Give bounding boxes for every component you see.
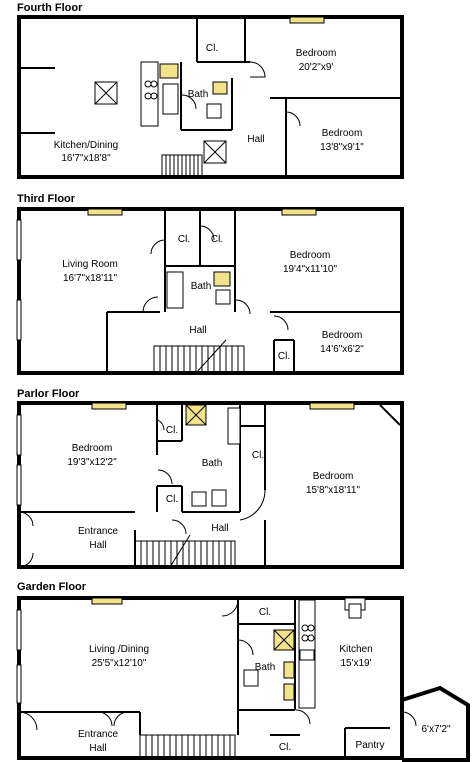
fourth-bedroom-a-dim: 20'2"x9': [299, 62, 334, 73]
fourth-bath-label: Bath: [188, 89, 209, 100]
garden-living-dining-label: Living /Dining: [89, 644, 149, 655]
fireplace: [289, 16, 325, 24]
fourth-floor-title: Fourth Floor: [17, 2, 83, 14]
fourth-bedroom-a-label: Bedroom: [296, 48, 337, 59]
parlor-entrance-hall-line2: Hall: [89, 540, 106, 551]
garden-pantry-label: Pantry: [356, 740, 385, 751]
stairs: [139, 734, 236, 759]
fourth-floor: Fourth Floor: [17, 2, 404, 179]
rear-extension: [401, 685, 470, 762]
parlor-bedroom-a-label: Bedroom: [72, 443, 113, 454]
garden-kitchen-dim: 15'x19': [340, 658, 371, 669]
garden-closet-a-label: Cl.: [259, 607, 271, 618]
sink: [283, 661, 295, 679]
garden-living-dining-dim: 25'5"x12'10": [92, 658, 147, 669]
third-bath-label: Bath: [191, 281, 212, 292]
third-closet-b-label: Cl.: [211, 234, 223, 245]
third-bedroom-b-label: Bedroom: [322, 330, 363, 341]
parlor-closet-b-label: Cl.: [252, 450, 264, 461]
toilet: [211, 489, 227, 507]
sink: [213, 271, 231, 287]
fourth-kitchen-dining-label: Kitchen/Dining: [54, 140, 118, 151]
fourth-kitchen-dining-dim: 16'7"x18'8": [61, 153, 111, 164]
toilet: [215, 289, 231, 305]
garden-closet-b-label: Cl.: [279, 742, 291, 753]
fireplace: [87, 208, 123, 216]
third-hall-label: Hall: [189, 325, 206, 336]
garden-bath-label: Bath: [255, 662, 276, 673]
fourth-bedroom-b-label: Bedroom: [322, 128, 363, 139]
sink: [191, 491, 207, 507]
third-living-room-label: Living Room: [62, 259, 118, 270]
parlor-floor-title: Parlor Floor: [17, 388, 80, 400]
stairs: [153, 339, 245, 374]
garden-floor: Garden Floor: [16, 581, 470, 762]
fourth-bedroom-b-dim: 13'8"x9'1": [320, 142, 364, 153]
fireplace: [281, 208, 317, 216]
fourth-hall-label: Hall: [247, 134, 264, 145]
fireplace: [91, 597, 123, 605]
garden-entrance-hall-line2: Hall: [89, 743, 106, 754]
third-closet-a-label: Cl.: [178, 234, 190, 245]
parlor-hall-label: Hall: [211, 523, 228, 534]
parlor-bedroom-b-dim: 15'8"x18'11": [306, 485, 361, 496]
parlor-bath-label: Bath: [202, 458, 223, 469]
garden-kitchen-label: Kitchen: [339, 644, 372, 655]
third-bedroom-a-dim: 19'4"x11'10": [283, 264, 338, 275]
parlor-bedroom-a-dim: 19'3"x12'2": [67, 457, 117, 468]
vanity: [283, 683, 295, 701]
bathtub: [227, 407, 241, 445]
garden-entrance-hall-line1: Entrance: [78, 729, 118, 740]
garden-floor-title: Garden Floor: [17, 581, 87, 593]
sink: [212, 81, 228, 95]
third-floor: Third Floor: [16, 193, 404, 375]
fireplace: [91, 402, 127, 410]
toilet: [243, 669, 259, 687]
third-bedroom-a-label: Bedroom: [290, 250, 331, 261]
toilet: [206, 103, 222, 119]
garden-extension-dim: 6'x7'2": [421, 724, 451, 735]
parlor-closet-c-label: Cl.: [166, 494, 178, 505]
parlor-entrance-hall-line1: Entrance: [78, 526, 118, 537]
parlor-floor: Parlor Floor: [16, 388, 404, 569]
third-bedroom-b-dim: 14'6"x6'2": [320, 344, 364, 355]
stairs: [161, 154, 203, 178]
parlor-bedroom-b-label: Bedroom: [313, 471, 354, 482]
fourth-closet-label: Cl.: [206, 43, 218, 54]
parlor-closet-a-label: Cl.: [166, 425, 178, 436]
bathtub: [166, 271, 184, 309]
third-floor-title: Third Floor: [17, 193, 76, 205]
third-closet-c-label: Cl.: [278, 351, 290, 362]
bathtub: [162, 83, 179, 115]
fireplace: [309, 402, 355, 410]
stairs: [134, 534, 236, 568]
third-living-room-dim: 16'7"x18'11": [63, 273, 118, 284]
